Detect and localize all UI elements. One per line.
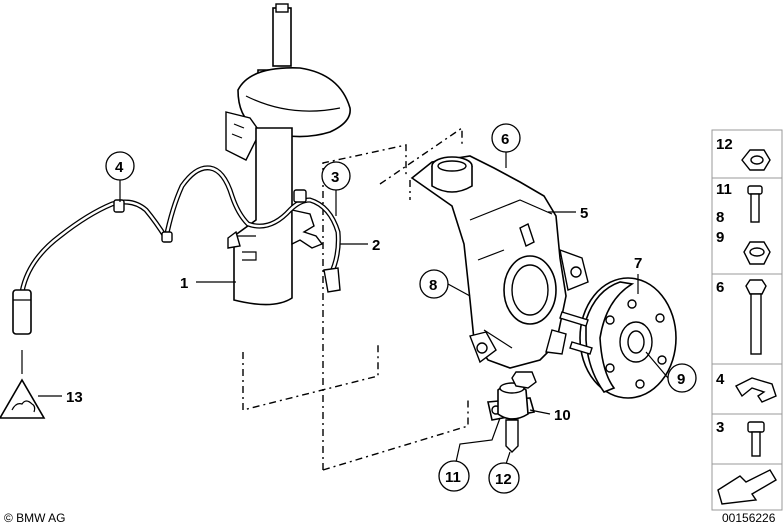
callout-4[interactable]: 4 [105, 151, 135, 181]
side-item-11-label: 11 [716, 181, 732, 198]
callout-3[interactable]: 3 [321, 161, 351, 191]
callout-2[interactable]: 2 [372, 237, 380, 254]
callout-10[interactable]: 10 [554, 407, 571, 424]
side-item-3[interactable]: 3 [716, 419, 765, 457]
copyright-text: © BMW AG [4, 511, 66, 525]
bolt-icon [747, 185, 763, 223]
side-panel: 12 11 8 9 6 [711, 129, 783, 511]
callout-12-label: 12 [495, 471, 512, 488]
callout-9[interactable]: 9 [667, 363, 697, 393]
strut-assembly[interactable] [225, 3, 351, 306]
side-item-8[interactable]: 8 [716, 209, 724, 226]
side-item-12[interactable]: 12 [716, 136, 771, 171]
callout-9-label: 9 [677, 371, 685, 388]
callout-5[interactable]: 5 [580, 205, 588, 222]
long-hex-bolt-icon [745, 279, 767, 355]
knuckle-nut [511, 371, 537, 389]
callout-7-label: 7 [634, 255, 642, 272]
wear-sensor-cable[interactable] [12, 165, 341, 335]
callout-10-label: 10 [554, 407, 571, 424]
callout-8[interactable]: 8 [419, 269, 449, 299]
callout-7[interactable]: 7 [634, 255, 642, 272]
callout-3-label: 3 [331, 169, 339, 186]
callout-11[interactable]: 11 [438, 460, 470, 492]
side-item-11[interactable]: 11 [716, 181, 763, 223]
side-item-8-label: 8 [716, 209, 724, 226]
socket-screw-icon [747, 421, 765, 457]
callout-13[interactable]: 13 [66, 389, 83, 406]
callout-1[interactable]: 1 [180, 275, 188, 292]
side-item-3-label: 3 [716, 419, 724, 436]
callout-4-label: 4 [115, 159, 124, 176]
side-item-4[interactable]: 4 [716, 371, 777, 403]
retaining-clip-icon [735, 377, 777, 403]
wheel-hub[interactable] [559, 277, 677, 399]
warning-triangle-icon [0, 378, 46, 419]
collar-nut-icon [743, 241, 771, 265]
assembly-lines [242, 126, 469, 471]
diagram-number: 00156226 [722, 511, 776, 525]
callout-13-label: 13 [66, 389, 83, 406]
callout-5-label: 5 [580, 205, 588, 222]
side-item-9-label: 9 [716, 229, 724, 246]
callout-1-label: 1 [180, 275, 188, 292]
callout-2-label: 2 [372, 237, 380, 254]
callout-12[interactable]: 12 [488, 462, 520, 494]
leader-lines [21, 150, 669, 465]
ball-joint[interactable] [487, 382, 536, 453]
direction-arrow [717, 469, 777, 505]
callout-6[interactable]: 6 [491, 123, 521, 153]
side-item-6[interactable]: 6 [716, 279, 767, 355]
side-item-6-label: 6 [716, 279, 724, 296]
arrow-icon [717, 469, 777, 505]
side-item-12-label: 12 [716, 136, 733, 153]
steering-knuckle[interactable] [410, 155, 589, 369]
callout-8-label: 8 [429, 277, 437, 294]
callout-11-label: 11 [445, 469, 461, 486]
side-item-9[interactable]: 9 [716, 229, 771, 265]
side-item-4-label: 4 [716, 371, 725, 388]
callout-6-label: 6 [501, 131, 509, 148]
